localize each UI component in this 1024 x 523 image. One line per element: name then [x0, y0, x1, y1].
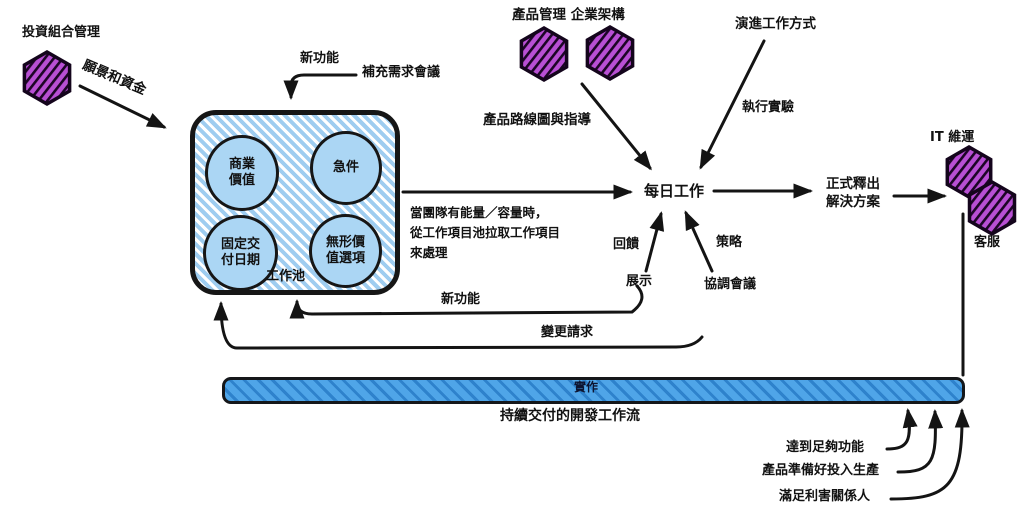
arrow-return-new-features [289, 284, 644, 319]
pull-note-line3: 來處理 [410, 245, 448, 260]
class-label: 急件 [332, 159, 359, 175]
evolve-ways-of-working-label: 演進工作方式 [735, 16, 816, 32]
feedback-label: 回饋 [613, 237, 640, 252]
support-label: 客服 [974, 235, 1001, 250]
class-expedite: 急件 [310, 131, 382, 205]
portfolio-management-label: 投資組合管理 [22, 25, 101, 40]
demo-label: 展示 [626, 274, 653, 289]
arrow-vision-funding [78, 84, 167, 129]
portfolio-hexagon-icon [22, 49, 72, 107]
work-pool-label: 工作池 [266, 269, 306, 284]
arrow-criteria-satisfy-stakeholders [889, 408, 970, 501]
work-pool-box: 商業 價值 急件 固定交 付日期 無形價 值選項 [190, 110, 400, 295]
dev-workflow-bar [222, 377, 965, 404]
dev-workflow-bar-label: 實作 [574, 380, 599, 394]
pull-note-line1: 當團隊有能量／容量時， [410, 205, 548, 220]
release-label-line1: 正式釋出 [826, 176, 880, 192]
it-ops-label: IT 維運 [930, 130, 975, 145]
product-roadmap-label: 產品路線圖與指導 [483, 112, 591, 128]
release-label-line2: 解決方案 [826, 194, 880, 210]
arrow-criteria-ready-production [896, 409, 944, 474]
coordination-meeting-label: 協調會議 [704, 277, 757, 292]
arrow-replenishment [283, 73, 358, 100]
class-label: 無形價 [325, 234, 365, 250]
run-experiments-label: 執行實驗 [742, 100, 795, 115]
class-label: 值選項 [325, 251, 365, 266]
class-label: 固定交 [220, 236, 260, 252]
arrow-roadmap-to-daily-work [580, 82, 652, 171]
class-intangible-value: 無形價 值選項 [309, 214, 382, 288]
replenishment-meeting-label: 補充需求會議 [362, 65, 441, 80]
daily-work-label: 每日工作 [644, 182, 705, 200]
class-label: 價值 [228, 173, 255, 188]
arrow-criteria-enough-features [885, 408, 918, 451]
support-hexagon-icon [967, 179, 1017, 237]
arrow-experiments-to-daily-work [699, 39, 766, 170]
new-features-return-label: 新功能 [441, 292, 481, 307]
product-management-hexagon-icon [519, 25, 569, 83]
criteria-enough-features-label: 達到足夠功能 [786, 440, 865, 455]
dev-workflow-bar-subtitle: 持續交付的開發工作流 [500, 408, 640, 424]
change-requests-label: 變更請求 [541, 325, 594, 340]
new-features-top-label: 新功能 [300, 51, 340, 66]
arrow-demo-feedback [644, 211, 665, 273]
class-fixed-delivery-date: 固定交 付日期 [203, 215, 278, 291]
class-label: 商業 [228, 156, 255, 172]
strategy-label: 策略 [716, 235, 743, 250]
criteria-satisfy-stakeholders-label: 滿足利害關係人 [779, 489, 871, 504]
product-mgmt-enterprise-arch-label: 產品管理 企業架構 [512, 7, 625, 23]
arrow-coordination-strategy [684, 210, 714, 273]
class-label: 付日期 [220, 253, 260, 268]
enterprise-architecture-hexagon-icon [585, 24, 635, 82]
class-business-value: 商業 價值 [205, 135, 279, 211]
pull-note-line2: 從工作項目池拉取工作項目 [410, 225, 561, 240]
criteria-ready-production-label: 產品準備好投入生產 [762, 463, 880, 478]
arrow-return-change-requests [213, 301, 704, 350]
